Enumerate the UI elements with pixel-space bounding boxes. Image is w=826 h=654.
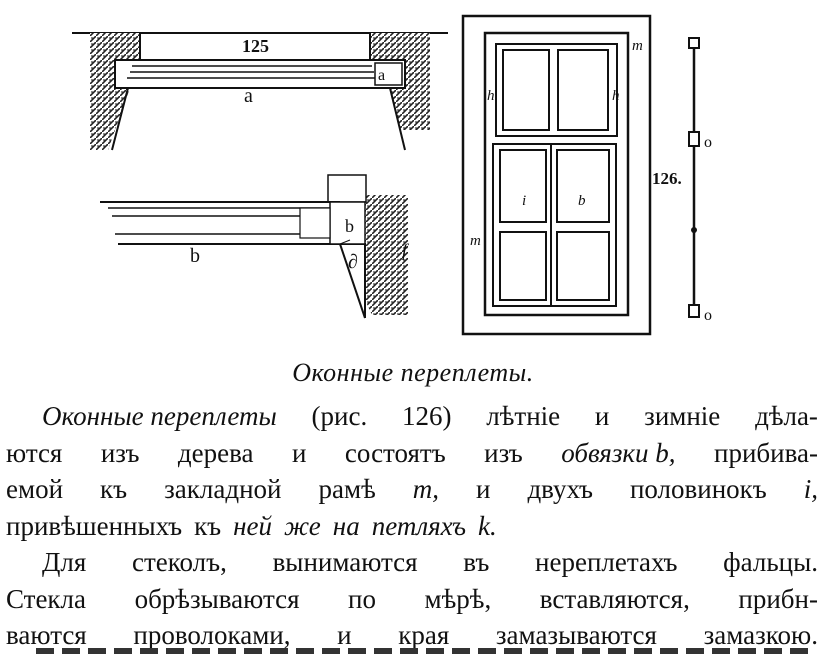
italic-term: обвязки b,	[561, 437, 676, 468]
label-a-small: a	[378, 67, 385, 84]
label-h-right: h	[612, 88, 620, 104]
hinge-diagram	[688, 37, 700, 318]
figure-caption: Оконные переплеты.	[292, 358, 534, 387]
label-b-window: b	[578, 193, 586, 209]
body-text: Оконные переплеты (рис. 126) лѣтніе и зи…	[6, 398, 818, 654]
label-b-main: b	[190, 245, 200, 267]
label-i: i	[522, 193, 526, 209]
label-o-upper: o	[704, 134, 712, 151]
upper-section-drawing	[72, 32, 448, 151]
label-a-main: a	[244, 85, 253, 107]
text-line: ются изъ дерева и состоятъ изъ обвязки b…	[6, 435, 818, 472]
label-m-left: m	[470, 233, 481, 249]
label-h-left: h	[487, 88, 495, 104]
figure-126: 125 a a b b ∂ f m m h h i b	[72, 14, 712, 336]
label-m-top: m	[632, 38, 643, 54]
italic-term: Оконные переплеты	[42, 401, 277, 431]
dimension-125-label: 125	[242, 36, 269, 56]
label-o-lower: o	[704, 307, 712, 324]
cropped-next-line	[36, 640, 816, 654]
window-elevation	[461, 14, 652, 336]
label-b-small: b	[345, 216, 354, 236]
text-line: привѣшенныхъ къ ней же на петляхъ k.	[6, 510, 497, 541]
figure-number-label: 126.	[652, 169, 682, 188]
text-line: Оконные переплеты (рис. 126) лѣтніе и зи…	[6, 398, 818, 435]
window-frames-drawing: 125 a a b b ∂ f m m h h i b	[72, 14, 712, 336]
text-line: ваются проволоками, и края замазываются …	[6, 620, 818, 650]
label-f: f	[402, 240, 410, 260]
text-line: Для стеколъ, вынимаются въ нереплетахъ ф…	[42, 547, 818, 577]
label-d: ∂	[348, 251, 358, 273]
text-line: Стекла обрѣзываются по мѣрѣ, вставляются…	[6, 583, 818, 614]
lower-section-drawing	[100, 174, 408, 319]
text-line: емой къ закладной рамѣ m, и двухъ полови…	[6, 474, 818, 504]
